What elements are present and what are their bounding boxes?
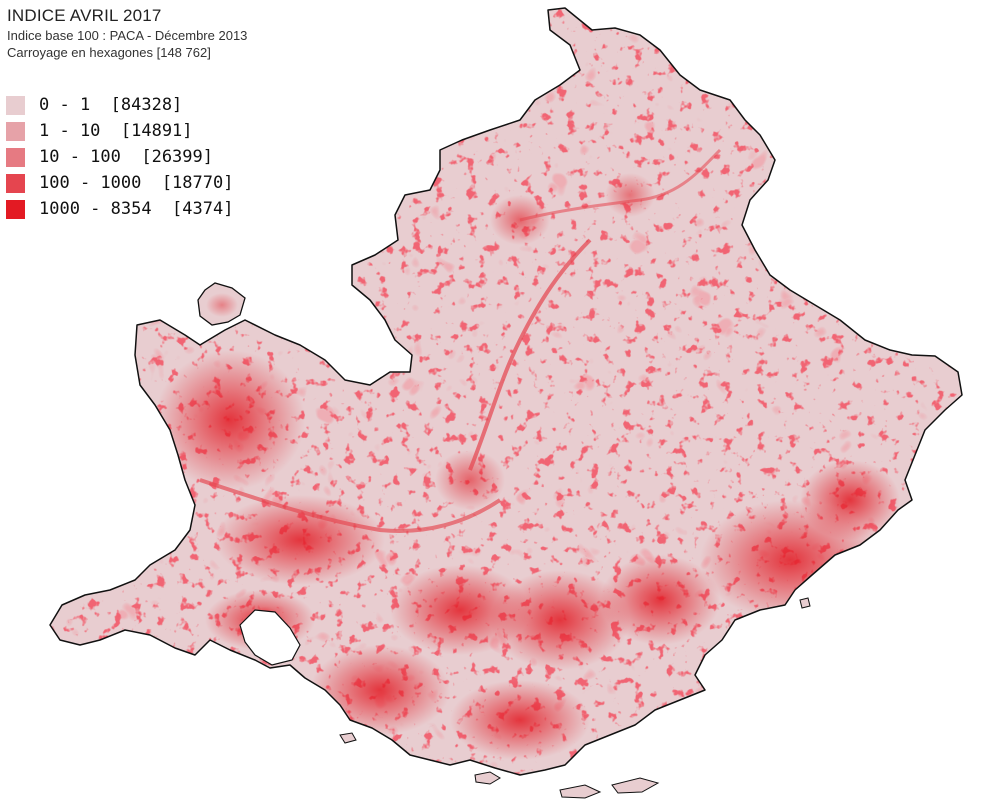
region-outline	[49, 7, 963, 776]
legend-item: 0 - 1 [84328]	[6, 92, 233, 118]
title-block: INDICE AVRIL 2017 Indice base 100 : PACA…	[7, 6, 247, 60]
legend-item: 10 - 100 [26399]	[6, 144, 233, 170]
legend-label: 10 - 100 [26399]	[39, 147, 213, 167]
legend-swatch	[6, 173, 25, 193]
legend-swatch	[6, 121, 25, 141]
legend-item: 1 - 10 [14891]	[6, 118, 233, 144]
legend-swatch	[6, 95, 25, 115]
islands	[339, 597, 811, 799]
legend-item: 1000 - 8354 [4374]	[6, 196, 233, 222]
legend-label: 1 - 10 [14891]	[39, 121, 193, 141]
map-subtitle-grid: Carroyage en hexagones [148 762]	[7, 45, 211, 60]
legend-label: 1000 - 8354 [4374]	[39, 199, 234, 219]
legend-label: 0 - 1 [84328]	[39, 95, 183, 115]
legend-item: 100 - 1000 [18770]	[6, 170, 233, 196]
map-title: INDICE AVRIL 2017	[7, 6, 162, 25]
map-subtitle-base: Indice base 100 : PACA - Décembre 2013	[7, 28, 248, 43]
lagoon	[239, 609, 301, 666]
legend-label: 100 - 1000 [18770]	[39, 173, 234, 193]
legend-swatch	[6, 147, 25, 167]
legend: 0 - 1 [84328] 1 - 10 [14891] 10 - 100 [2…	[6, 92, 233, 222]
legend-swatch	[6, 199, 25, 219]
